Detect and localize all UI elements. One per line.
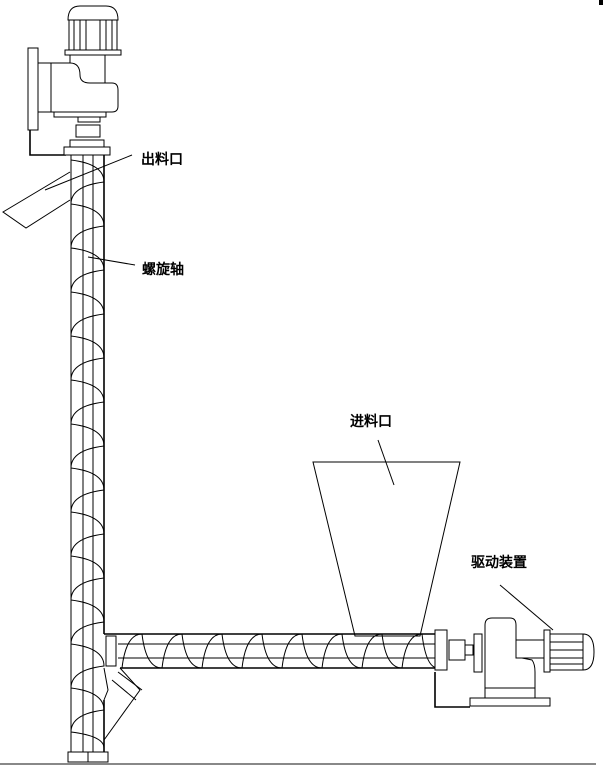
vertical-tube bbox=[63, 146, 111, 763]
top-drive-unit bbox=[27, 5, 122, 156]
screw-shaft-label: 螺旋轴 bbox=[142, 262, 184, 278]
screw-shaft-leader bbox=[87, 256, 136, 266]
inlet-leader bbox=[377, 439, 395, 486]
outlet-label: 出料口 bbox=[141, 152, 183, 168]
horizontal-tube bbox=[103, 633, 440, 741]
drive-label: 驱动装置 bbox=[471, 555, 527, 571]
outlet-leader bbox=[44, 154, 133, 191]
corner-mark bbox=[599, 0, 603, 5]
inlet-label: 进料口 bbox=[350, 414, 392, 430]
discharge-chute bbox=[2, 171, 71, 229]
right-drive-unit bbox=[434, 617, 595, 708]
inlet-hopper bbox=[312, 461, 461, 637]
drive-leader bbox=[499, 584, 554, 631]
